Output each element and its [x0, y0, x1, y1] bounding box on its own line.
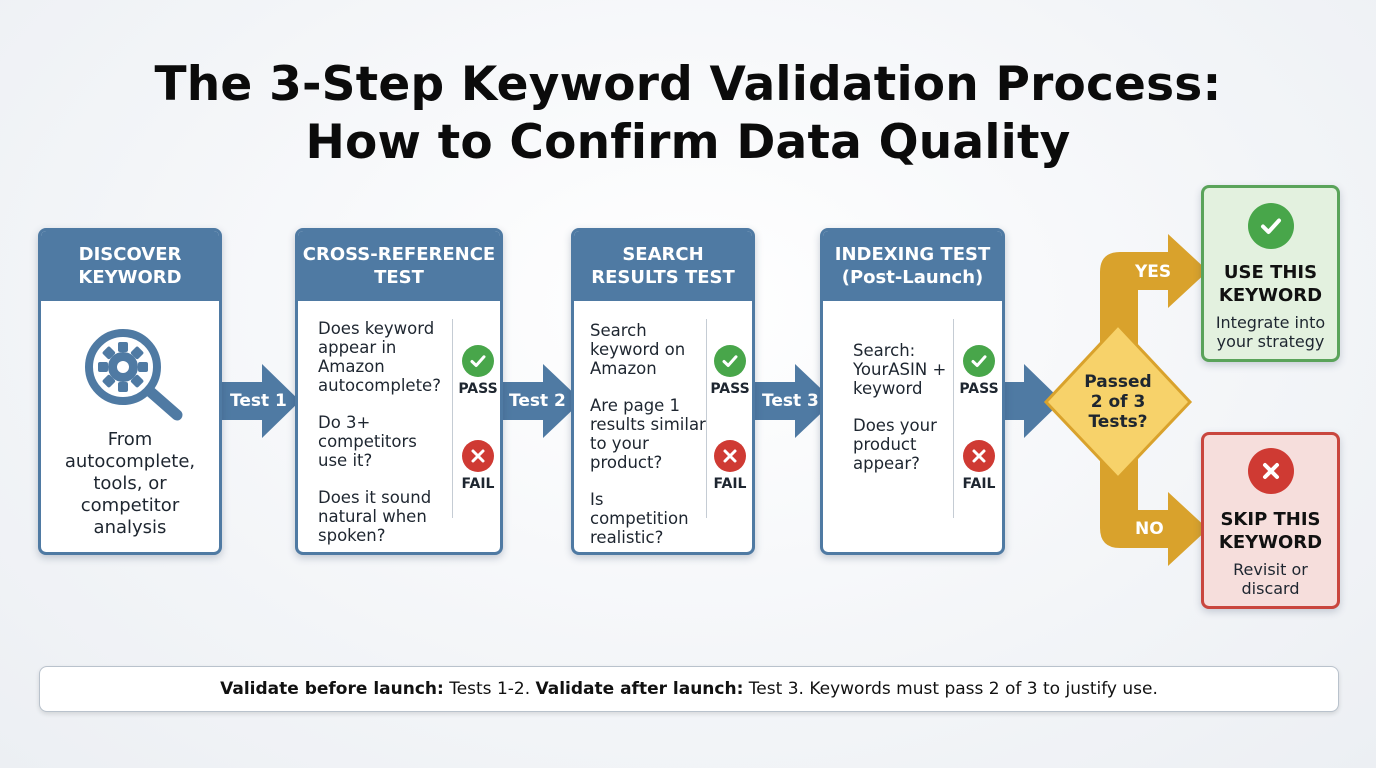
discover-text-line: autocomplete, [64, 451, 196, 472]
footer-bold-after: Validate after launch: [535, 679, 744, 699]
fail-label: FAIL [713, 476, 747, 492]
arrow-label-test-3: Test 3 [762, 391, 819, 411]
x-icon [1247, 448, 1294, 494]
discover-text-line: analysis [93, 517, 167, 538]
column-divider [452, 319, 453, 518]
card-header-line: (Post-Launch) [841, 267, 984, 288]
card-header-line: RESULTS TEST [591, 267, 735, 288]
card-header-line: SEARCH [622, 244, 704, 265]
pass-check-icon [714, 345, 746, 377]
discover-header-line-2: KEYWORD [78, 267, 182, 288]
pass-label: PASS [710, 381, 750, 397]
card-header-line: TEST [374, 267, 424, 288]
fail-label: FAIL [962, 476, 996, 492]
page-title: The 3-Step Keyword Validation Process: H… [0, 56, 1376, 172]
check-icon [1247, 203, 1294, 249]
pass-status: PASS [700, 345, 752, 397]
magnifier-gear-icon [81, 327, 185, 427]
decision-diamond [1043, 322, 1193, 481]
discover-text-line: competitor [80, 495, 180, 516]
search-results-card-header: SEARCH RESULTS TEST [574, 231, 752, 301]
decision-line-1: Passed [1084, 372, 1152, 392]
arrow-to-decision [1002, 364, 1062, 438]
decision-line-2: 2 of 3 [1090, 392, 1146, 412]
discover-card: DISCOVER KEYWORD From autocomplete, tool… [38, 228, 222, 555]
fail-status: FAIL [700, 440, 752, 492]
yes-label: YES [1135, 262, 1172, 282]
discover-description: From autocomplete, tools, or competitor … [41, 429, 219, 539]
decision-text: Passed 2 of 3 Tests? [1068, 372, 1168, 432]
decision-line-3: Tests? [1088, 412, 1148, 432]
pass-check-icon [462, 345, 494, 377]
fail-x-icon [462, 440, 494, 472]
card-header-line: CROSS-REFERENCE [302, 244, 496, 265]
fail-label: FAIL [461, 476, 495, 492]
no-label: NO [1135, 519, 1164, 539]
footer-text-after: Test 3. Keywords must pass 2 of 3 to jus… [743, 679, 1158, 699]
question-item: Search:YourASIN +keyword [853, 341, 947, 398]
column-divider [706, 319, 707, 518]
discover-card-header: DISCOVER KEYWORD [41, 231, 219, 301]
arrow-test-2 [500, 364, 582, 438]
column-divider [953, 319, 954, 518]
pass-status: PASS [949, 345, 1002, 397]
indexing-card: INDEXING TEST (Post-Launch) Search:YourA… [820, 228, 1005, 555]
discover-text-line: tools, or [93, 473, 167, 494]
no-branch-arrow [1100, 440, 1208, 566]
arrow-test-1 [219, 364, 300, 438]
discover-text-line: From [107, 429, 153, 450]
fail-status: FAIL [448, 440, 500, 492]
pass-label: PASS [458, 381, 498, 397]
title-line-1: The 3-Step Keyword Validation Process: [154, 57, 1222, 112]
fail-x-icon [714, 440, 746, 472]
discover-header-line-1: DISCOVER [78, 244, 182, 265]
indexing-card-header: INDEXING TEST (Post-Launch) [823, 231, 1002, 301]
pass-status: PASS [448, 345, 500, 397]
title-line-2: How to Confirm Data Quality [305, 115, 1071, 170]
fail-status: FAIL [949, 440, 1002, 492]
arrow-label-test-1: Test 1 [230, 391, 287, 411]
footer-note: Validate before launch: Tests 1-2. Valid… [39, 666, 1339, 712]
card-header-line: INDEXING TEST [834, 244, 991, 265]
footer-text-before: Tests 1-2. [443, 679, 536, 699]
pass-check-icon [963, 345, 995, 377]
cross-reference-card-header: CROSS-REFERENCE TEST [298, 231, 500, 301]
arrow-label-test-2: Test 2 [509, 391, 566, 411]
yes-branch-arrow [1100, 234, 1208, 360]
fail-x-icon [963, 440, 995, 472]
arrow-test-3 [752, 364, 834, 438]
footer-bold-before: Validate before launch: [220, 679, 444, 699]
pass-label: PASS [959, 381, 999, 397]
